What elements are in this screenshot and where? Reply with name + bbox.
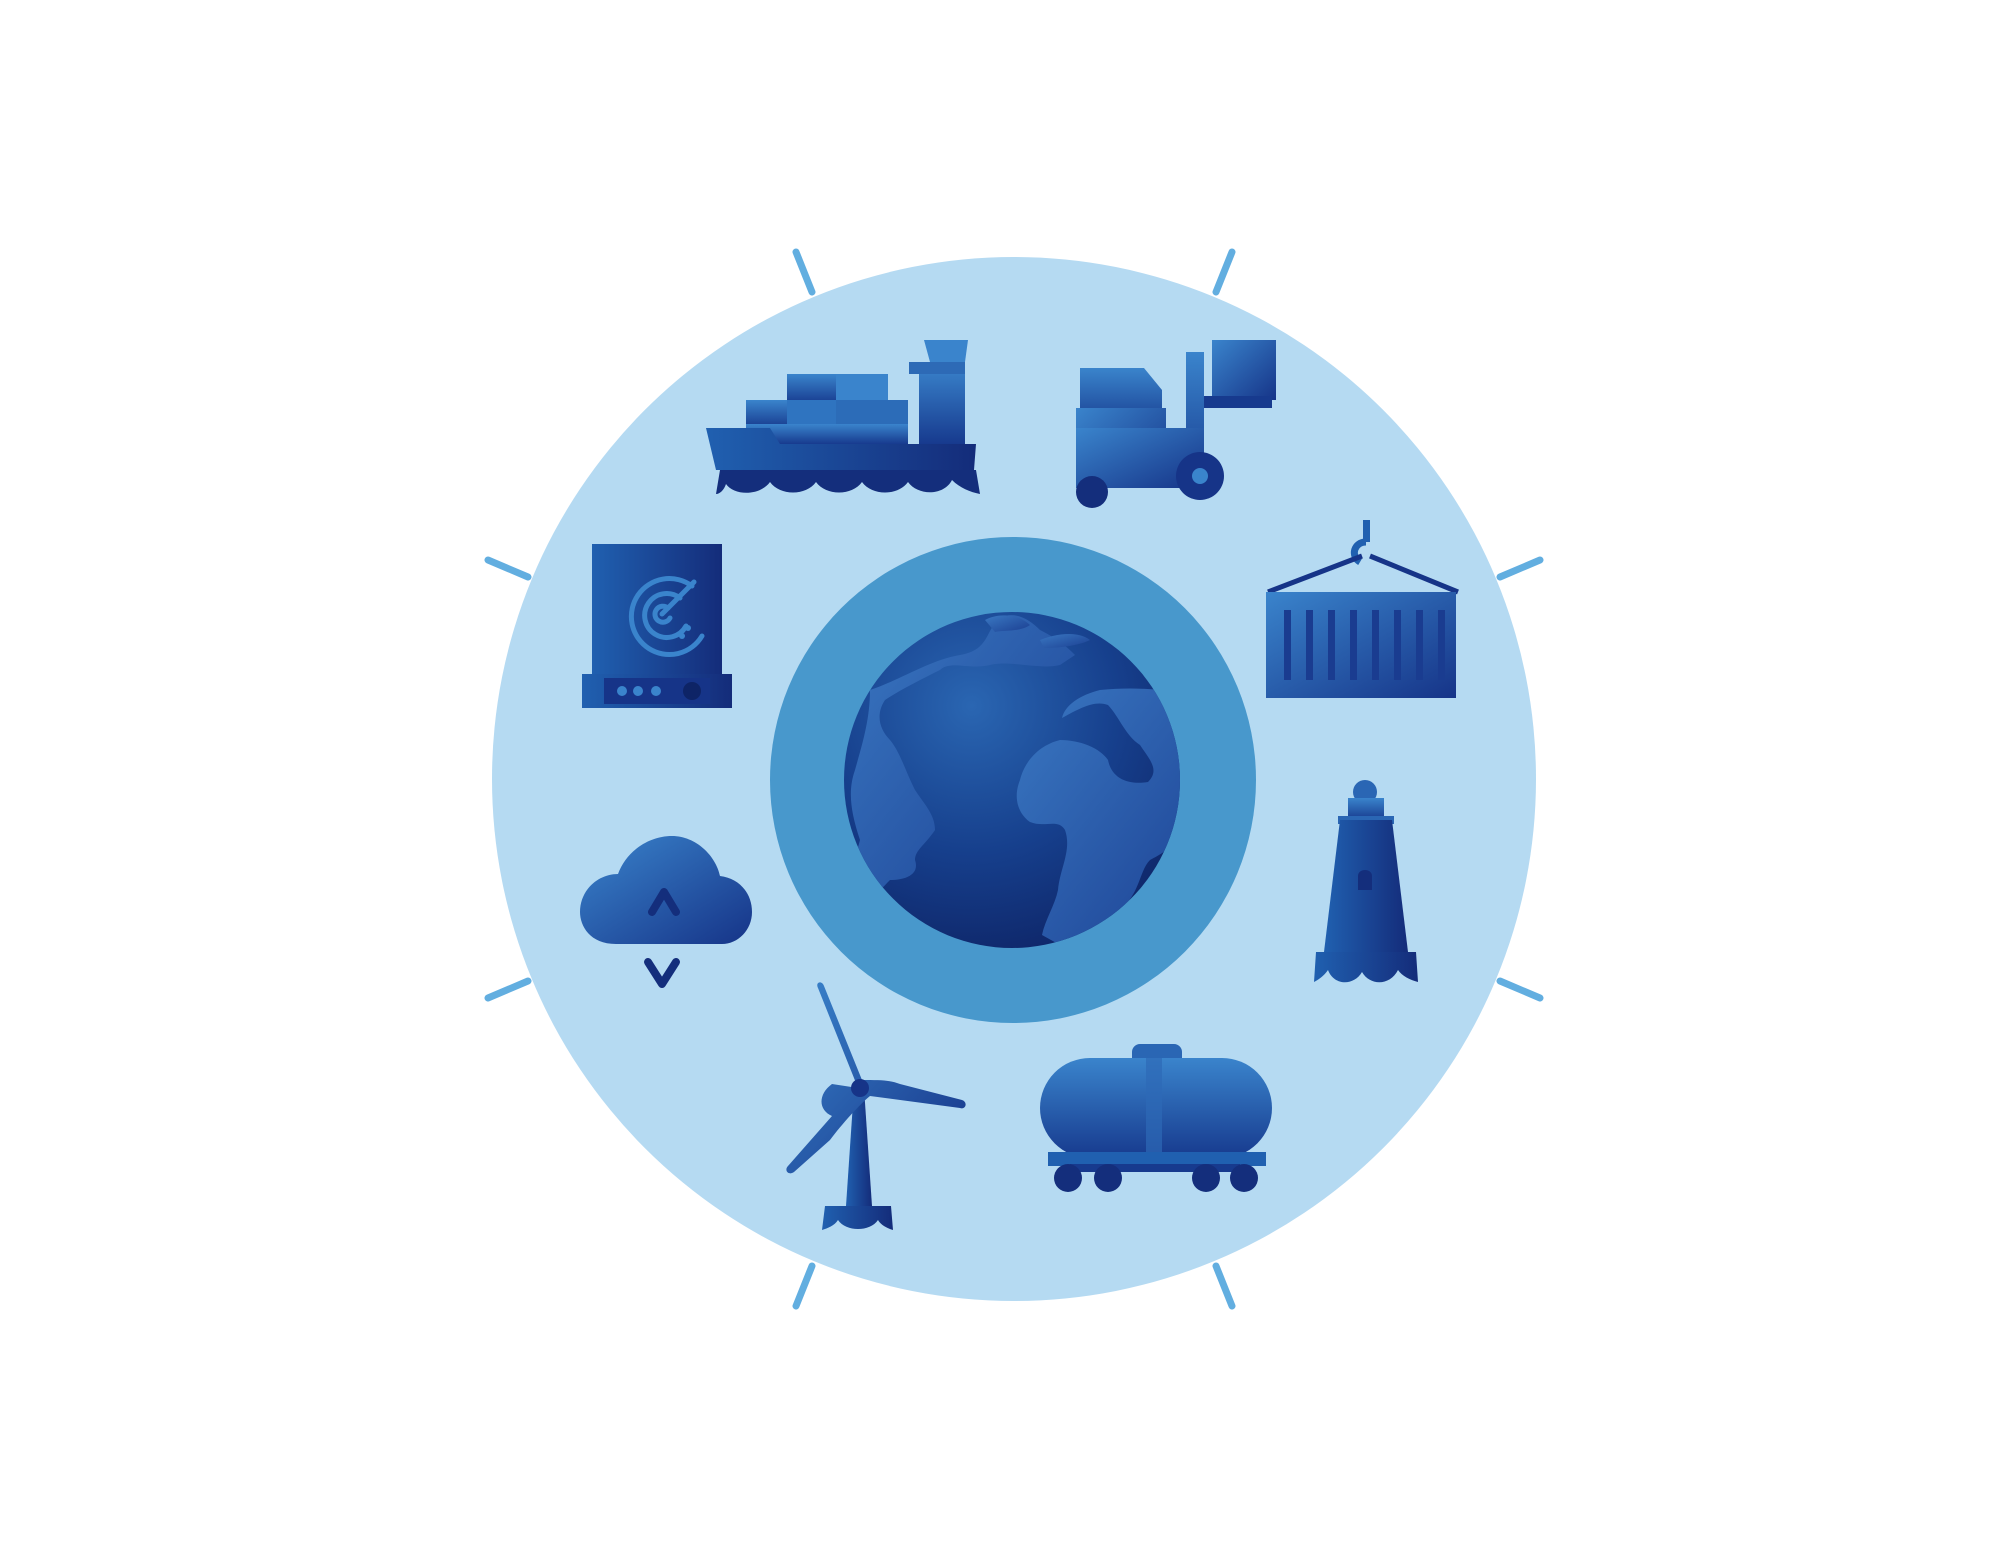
tick-mark [792,248,816,296]
tick-mark [1212,1262,1236,1310]
lighthouse-icon [1314,780,1418,983]
cargo-ship-icon [706,340,980,494]
earth-globe-icon [844,612,1180,948]
tick-mark [484,977,532,1002]
tick-mark [1212,248,1236,296]
wind-turbine-icon [786,982,966,1230]
radar-device-icon [582,544,732,708]
tick-mark [1496,556,1544,581]
tick-mark [1496,977,1544,1002]
tick-mark [792,1262,816,1310]
radial-ticks [484,248,1544,1310]
tank-rail-car-icon [1040,1044,1272,1192]
shipping-container-crane-icon [1266,520,1459,698]
tick-mark [484,556,532,581]
cloud-sync-icon [580,836,752,988]
forklift-icon [1076,340,1276,508]
